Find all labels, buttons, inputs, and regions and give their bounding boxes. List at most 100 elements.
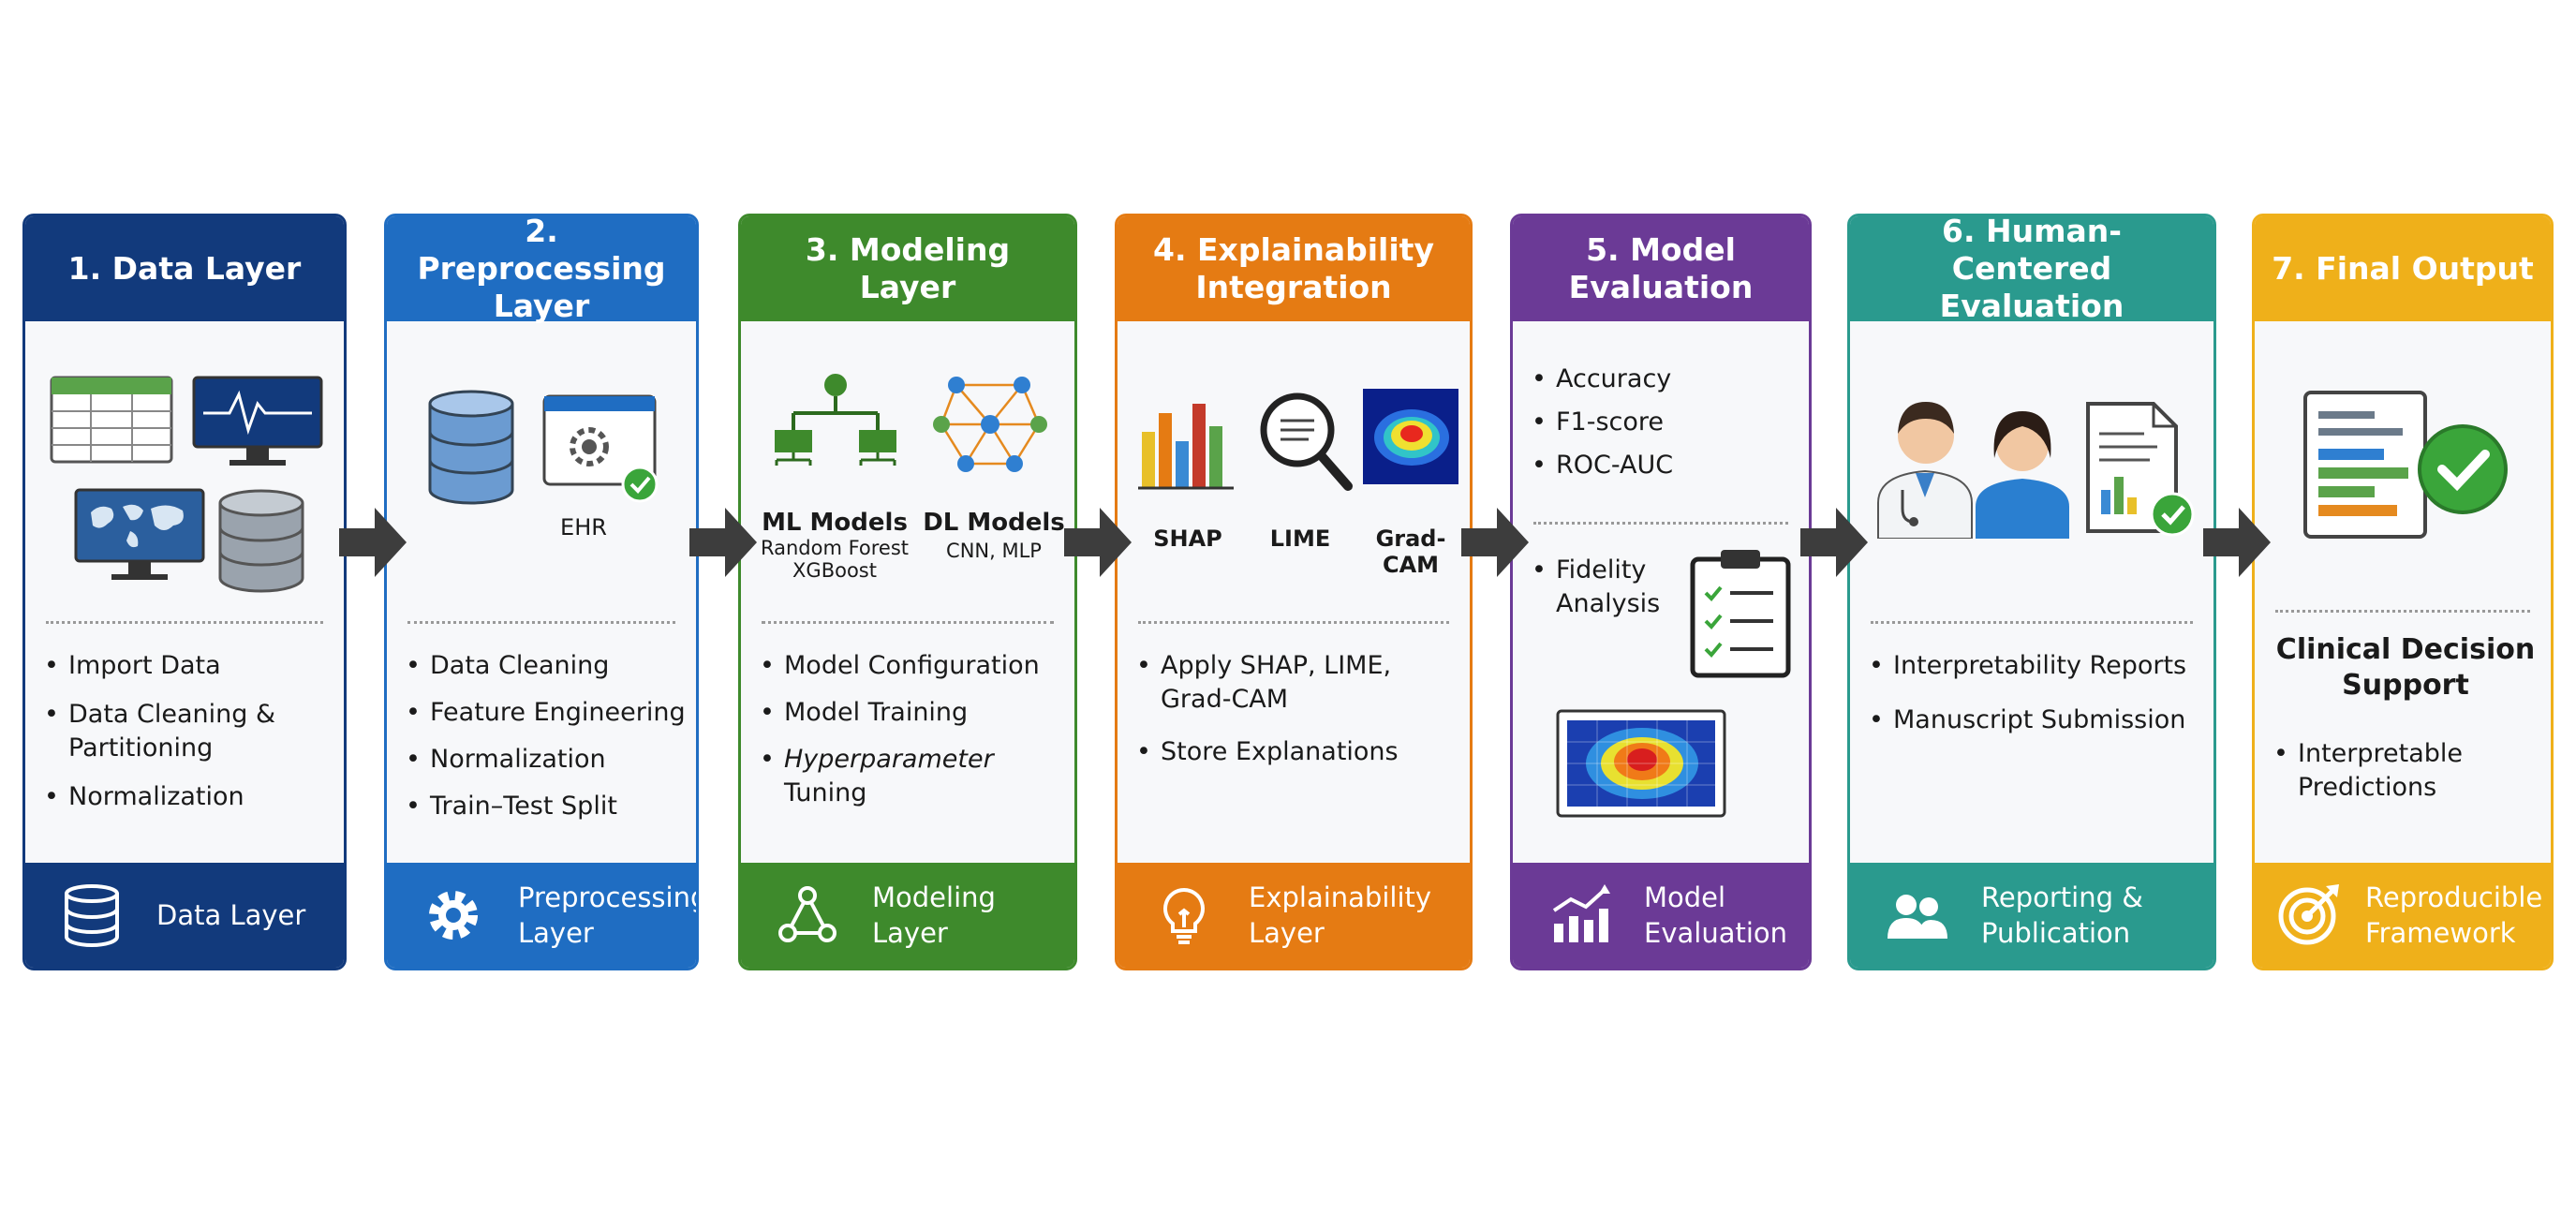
footer-label: Explainability Layer	[1249, 881, 1432, 949]
stage-title: 6. Human-Centered Evaluation	[1850, 216, 2213, 324]
stage-title: 4. Explainability Integration	[1118, 216, 1470, 321]
flow-arrow-icon	[2203, 508, 2271, 577]
stage-explainability: 4. Explainability Integration SHAP LIME …	[1115, 214, 1473, 970]
stage-human-centered: 6. Human-Centered Evaluation Interpretab…	[1847, 214, 2216, 970]
bar-chart-icon	[1138, 404, 1234, 490]
bullet-list: Interpretability Reports Manuscript Subm…	[1867, 649, 2204, 752]
stage-footer: Explainability Layer	[1118, 863, 1470, 968]
list-item: Interpretability Reports	[1867, 649, 2204, 683]
gear-icon	[429, 891, 478, 940]
decision-label: Clinical Decision Support	[2275, 633, 2536, 702]
stage-title: 5. Model Evaluation	[1513, 216, 1809, 321]
flow-arrow-icon	[1800, 508, 1868, 577]
list-item: Import Data	[42, 649, 334, 683]
stage-title: 1. Data Layer	[25, 216, 344, 321]
heatmap-icon	[1363, 389, 1458, 484]
database-icon	[218, 489, 304, 593]
stage-final-output: 7. Final Output Clinical Decision Suppor…	[2252, 214, 2554, 970]
gradcam-label: Grad-CAM	[1375, 526, 1446, 578]
ml-models-label: ML Models Random Forest XGBoost	[750, 509, 919, 583]
footer-label: Data Layer	[156, 899, 306, 931]
list-item: Manuscript Submission	[1867, 703, 2204, 737]
tree-icon	[775, 374, 896, 466]
world-map-monitor-icon	[74, 488, 205, 580]
list-item: Data Cleaning	[404, 649, 687, 683]
network-icon	[778, 886, 836, 942]
list-item: Feature Engineering	[404, 696, 687, 730]
network-icon	[933, 377, 1047, 472]
list-item: ROC-AUC	[1530, 449, 1799, 482]
bullet-list: Apply SHAP, LIME, Grad-CAM Store Explana…	[1134, 649, 1460, 784]
dl-models-title: DL Models	[923, 509, 1065, 537]
flow-arrow-icon	[339, 508, 407, 577]
flow-arrow-icon	[1461, 508, 1529, 577]
ml-models-sub: Random Forest XGBoost	[760, 537, 910, 582]
list-item: Accuracy	[1530, 363, 1799, 396]
table-icon	[50, 376, 173, 464]
lightbulb-icon	[1163, 887, 1205, 944]
list-item: F1-score	[1530, 406, 1799, 439]
stage-modeling: 3. Modeling Layer ML Models Random Fores…	[738, 214, 1077, 970]
nurse-icon	[1976, 411, 2069, 539]
list-item: Fidelity Analysis	[1530, 554, 1678, 621]
list-item-italic: Hyperparameter	[784, 745, 994, 774]
stage-footer: Preprocessing Layer	[387, 863, 696, 968]
report-icon	[2303, 391, 2508, 539]
ehr-window-icon	[542, 394, 659, 503]
metrics-list: Accuracy F1-score ROC-AUC	[1530, 363, 1799, 497]
dl-models-label: DL Models CNN, MLP	[919, 509, 1069, 563]
doctor-icon	[1877, 402, 1973, 539]
list-item-cont: Tuning	[784, 778, 867, 807]
fidelity-list: Fidelity Analysis	[1530, 554, 1799, 636]
stage-data-layer: 1. Data Layer Import Data Data Cleaning …	[22, 214, 347, 970]
divider	[762, 621, 1054, 624]
list-item: Data Cleaning & Partitioning	[42, 698, 334, 765]
bullet-list: Interpretable Predictions	[2272, 737, 2541, 820]
ehr-label: EHR	[560, 514, 607, 540]
divider	[46, 621, 323, 624]
footer-label: Reproducible Framework	[2365, 881, 2543, 949]
database-icon	[65, 884, 119, 947]
bullet-list: Model Configuration Model Training Hyper…	[758, 649, 1065, 810]
flow-arrow-icon	[1064, 508, 1132, 577]
lime-label: LIME	[1269, 526, 1331, 552]
target-icon	[2278, 884, 2339, 945]
stage-footer: Data Layer	[25, 863, 344, 968]
stage-footer: Modeling Layer	[741, 863, 1074, 968]
list-item: Store Explanations	[1134, 735, 1460, 769]
footer-label: Preprocessing Layer	[518, 881, 699, 949]
ecg-monitor-icon	[192, 376, 323, 466]
list-item: Normalization	[404, 743, 687, 777]
divider	[1138, 621, 1449, 624]
footer-label: Model Evaluation	[1644, 881, 1788, 949]
users-icon	[1888, 895, 1947, 939]
stage-preprocessing: 2. Preprocessing Layer EHR Data Cleaning…	[384, 214, 699, 970]
flow-arrow-icon	[689, 508, 757, 577]
report-icon	[2086, 402, 2195, 537]
dl-models-sub: CNN, MLP	[946, 540, 1042, 562]
stage-footer: Reporting & Publication	[1850, 863, 2213, 968]
stage-footer: Model Evaluation	[1513, 863, 1809, 968]
list-item: Train–Test Split	[404, 790, 687, 823]
list-item: Apply SHAP, LIME, Grad-CAM	[1134, 649, 1404, 717]
magnifier-icon	[1260, 392, 1353, 491]
list-item: Model Configuration	[758, 649, 1065, 683]
divider	[1871, 621, 2193, 624]
divider	[2275, 610, 2530, 613]
database-icon	[428, 390, 514, 505]
stage-title: 7. Final Output	[2255, 216, 2551, 321]
list-item: Hyperparameter Tuning	[758, 743, 1065, 810]
growth-chart-icon	[1552, 884, 1610, 942]
footer-label: Modeling Layer	[872, 881, 996, 949]
stage-title: 2. Preprocessing Layer	[387, 216, 696, 324]
stage-model-evaluation: 5. Model Evaluation Accuracy F1-score RO…	[1510, 214, 1812, 970]
bullet-list: Import Data Data Cleaning & Partitioning…	[42, 649, 334, 829]
list-item: Model Training	[758, 696, 1065, 730]
stage-title: 3. Modeling Layer	[741, 216, 1074, 321]
bullet-list: Data Cleaning Feature Engineering Normal…	[404, 649, 687, 838]
ml-models-title: ML Models	[762, 509, 908, 537]
heatmap-icon	[1556, 709, 1726, 818]
divider	[407, 621, 675, 624]
shap-label: SHAP	[1153, 526, 1222, 552]
stage-footer: Reproducible Framework	[2255, 863, 2551, 968]
